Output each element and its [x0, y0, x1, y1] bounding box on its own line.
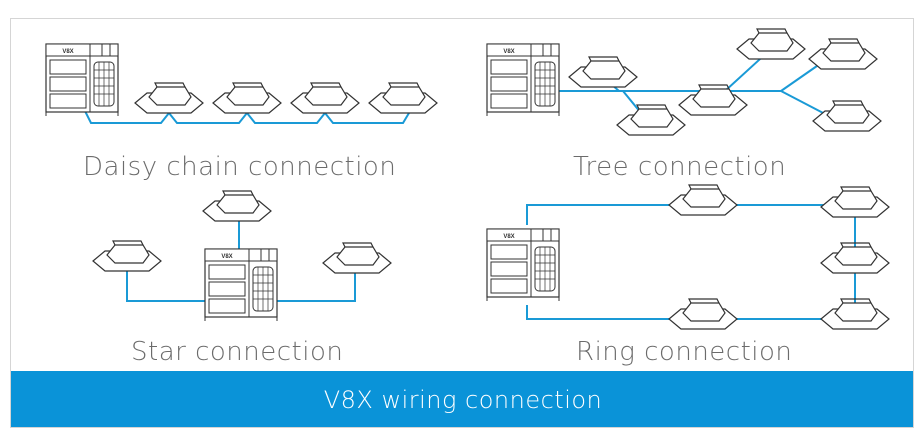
wiring-diagrams: V8X V8X	[45, 28, 890, 330]
outdoor-unit-brand: V8X	[62, 49, 73, 55]
indoor-unit	[820, 242, 890, 274]
footer-title: V8X wiring connection	[323, 385, 603, 414]
outdoor-unit-brand: V8X	[503, 49, 514, 55]
star-caption: Star connection	[131, 337, 344, 367]
indoor-unit	[202, 190, 272, 222]
indoor-unit	[212, 82, 282, 114]
indoor-unit	[668, 184, 738, 216]
indoor-unit	[678, 84, 748, 116]
indoor-unit	[808, 38, 878, 70]
ring-caption: Ring connection	[576, 337, 793, 367]
indoor-unit	[368, 82, 438, 114]
indoor-unit	[322, 242, 392, 274]
indoor-unit	[812, 100, 882, 132]
daisy-chain-diagram: V8X	[45, 43, 438, 124]
outdoor-unit-brand: V8X	[503, 234, 514, 240]
footer-banner: V8X wiring connection	[11, 371, 913, 427]
ring-diagram: V8X	[486, 184, 890, 330]
indoor-unit	[134, 82, 204, 114]
outdoor-unit: V8X	[45, 43, 119, 117]
indoor-unit	[736, 28, 806, 60]
outdoor-unit: V8X	[204, 248, 278, 322]
indoor-unit	[820, 186, 890, 218]
star-diagram: V8X	[92, 190, 392, 322]
indoor-unit	[568, 56, 638, 88]
outdoor-unit-brand: V8X	[221, 254, 232, 260]
indoor-unit	[290, 82, 360, 114]
indoor-unit	[92, 240, 162, 272]
tree-caption: Tree connection	[573, 152, 787, 182]
indoor-unit	[668, 298, 738, 330]
tree-diagram: V8X	[486, 28, 882, 136]
daisy-chain-caption: Daisy chain connection	[83, 152, 397, 182]
indoor-unit	[820, 298, 890, 330]
outdoor-unit: V8X	[486, 43, 560, 117]
outdoor-unit: V8X	[486, 225, 560, 305]
diagram-frame: V8X V8X	[10, 18, 914, 428]
indoor-unit	[616, 104, 686, 136]
